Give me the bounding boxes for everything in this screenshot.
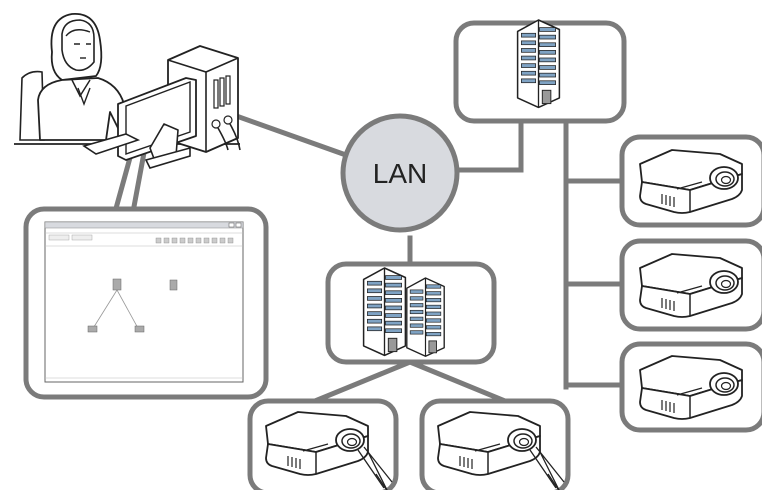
link-lan-building1 [450, 118, 524, 173]
projector-node-b2 [419, 398, 571, 490]
building-icon [516, 19, 561, 109]
twin-building-icon [362, 267, 445, 357]
building-1-node [453, 19, 627, 124]
projector-node-r1 [619, 134, 762, 228]
projector-node-r2 [619, 238, 762, 332]
projector-node-b1 [247, 398, 399, 490]
network-links [111, 109, 625, 405]
building-2-node [325, 261, 497, 365]
operator-at-computer-icon [14, 13, 241, 169]
software-window-callout [23, 206, 269, 400]
link-building2-projectors [311, 359, 509, 405]
lan-hub: LAN [340, 113, 460, 233]
projector-node-r3 [619, 341, 762, 433]
lan-label: LAN [373, 158, 427, 189]
link-computer-lan [224, 109, 350, 159]
